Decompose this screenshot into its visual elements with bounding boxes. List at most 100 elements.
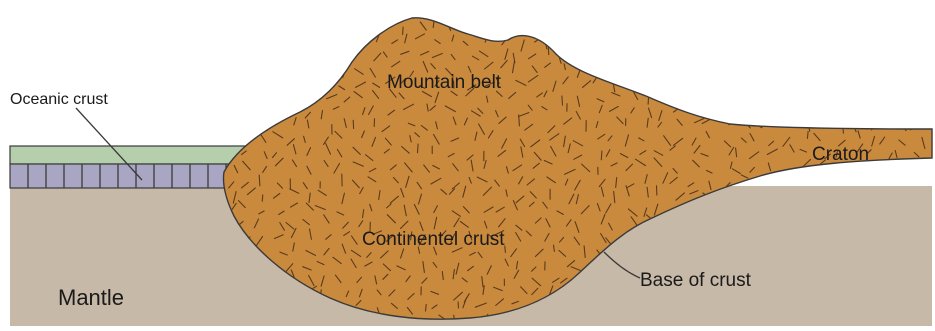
speckle-mark	[693, 41, 694, 48]
speckle-mark	[824, 57, 828, 63]
speckle-mark	[335, 38, 341, 46]
speckle-mark	[866, 23, 875, 30]
speckle-mark	[323, 50, 328, 56]
speckle-mark	[224, 110, 228, 116]
speckle-mark	[928, 48, 933, 56]
speckle-mark	[846, 32, 855, 40]
speckle-mark	[745, 67, 748, 73]
speckle-mark	[913, 175, 917, 182]
speckle-mark	[655, 91, 659, 96]
speckle-mark	[237, 63, 245, 68]
speckle-mark	[560, 21, 565, 30]
speckle-mark	[878, 92, 884, 97]
speckle-mark	[692, 28, 697, 33]
speckle-mark	[340, 24, 343, 31]
speckle-mark	[806, 25, 810, 32]
speckle-mark	[353, 51, 354, 58]
speckle-mark	[914, 25, 921, 34]
speckle-mark	[925, 36, 931, 41]
speckle-mark	[627, 39, 634, 44]
speckle-mark	[820, 35, 827, 39]
speckle-mark	[830, 23, 839, 27]
speckle-mark	[354, 28, 355, 35]
speckle-mark	[897, 79, 898, 88]
speckle-mark	[719, 79, 722, 84]
speckle-mark	[260, 22, 265, 31]
speckle-mark	[872, 53, 876, 62]
speckle-mark	[497, 22, 501, 28]
speckle-mark	[671, 52, 679, 57]
speckle-mark	[323, 80, 329, 90]
speckle-mark	[281, 69, 283, 78]
speckle-mark	[885, 106, 894, 114]
speckle-mark	[253, 110, 260, 115]
speckle-mark	[779, 93, 780, 103]
speckle-mark	[767, 102, 770, 111]
speckle-mark	[869, 62, 870, 74]
speckle-mark	[804, 110, 806, 117]
speckle-mark	[687, 83, 694, 92]
speckle-mark	[909, 106, 917, 113]
speckle-mark	[641, 59, 647, 61]
speckle-mark	[757, 109, 763, 114]
speckle-mark	[932, 106, 934, 117]
speckle-mark	[598, 70, 602, 75]
speckle-mark	[805, 76, 816, 81]
speckle-mark	[239, 96, 244, 100]
speckle-mark	[241, 24, 251, 30]
speckle-mark	[915, 158, 921, 167]
speckle-mark	[832, 40, 842, 45]
speckle-mark	[718, 23, 723, 29]
speckle-mark	[741, 52, 743, 62]
speckle-mark	[241, 75, 247, 82]
speckle-mark	[254, 49, 260, 54]
speckle-mark	[905, 64, 910, 68]
speckle-mark	[256, 67, 264, 72]
speckle-mark	[673, 41, 680, 50]
speckle-mark	[650, 39, 651, 48]
speckle-mark	[746, 39, 747, 45]
speckle-mark	[851, 49, 858, 57]
speckle-mark	[816, 105, 823, 110]
speckle-mark	[304, 67, 310, 70]
speckle-mark	[606, 46, 612, 55]
speckle-mark	[869, 82, 879, 88]
speckle-mark	[249, 124, 254, 130]
speckle-mark	[773, 50, 778, 56]
speckle-mark	[869, 97, 878, 101]
speckle-mark	[485, 26, 486, 35]
speckle-mark	[318, 25, 325, 28]
speckle-mark	[426, 305, 427, 312]
speckle-mark	[313, 52, 317, 62]
speckle-mark	[622, 28, 628, 32]
speckle-mark	[776, 68, 779, 74]
speckle-mark	[618, 38, 621, 45]
speckle-mark	[891, 174, 901, 180]
speckle-mark	[769, 24, 779, 28]
speckle-mark	[231, 98, 239, 102]
speckle-mark	[746, 102, 748, 110]
speckle-mark	[271, 92, 280, 96]
speckle-mark	[601, 151, 602, 160]
speckle-mark	[687, 101, 689, 112]
speckle-mark	[591, 39, 599, 45]
speckle-mark	[786, 47, 791, 57]
speckle-mark	[917, 33, 921, 42]
speckle-mark	[807, 95, 813, 99]
speckle-mark	[711, 50, 719, 56]
speckle-mark	[932, 238, 935, 242]
speckle-mark	[932, 73, 934, 84]
speckle-mark	[757, 88, 758, 99]
speckle-mark	[631, 83, 638, 91]
speckle-mark	[900, 105, 903, 114]
speckle-mark	[597, 52, 602, 56]
speckle-mark	[245, 36, 251, 45]
speckle-mark	[855, 63, 856, 70]
speckle-mark	[835, 174, 842, 178]
speckle-mark	[761, 77, 767, 87]
speckle-mark	[257, 79, 261, 87]
speckle-mark	[617, 63, 622, 68]
continental-crust-label: Continentel crust	[362, 229, 505, 250]
speckle-mark	[820, 66, 829, 72]
